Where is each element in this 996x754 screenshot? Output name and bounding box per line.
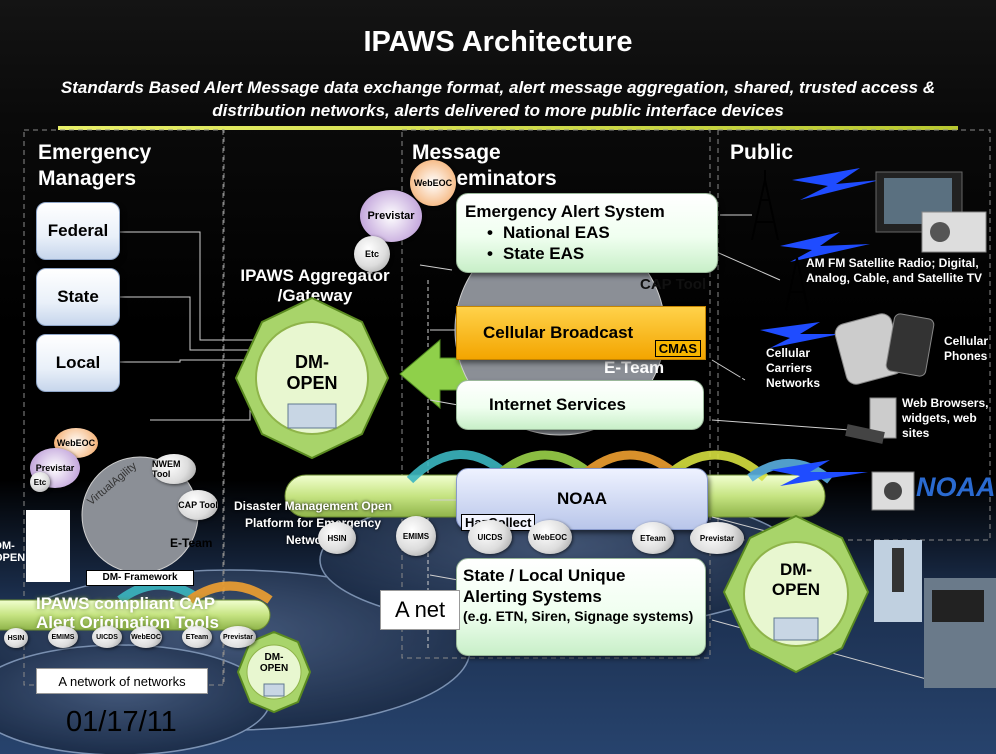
level-federal: Federal <box>36 202 120 260</box>
hub-label-line1: DM- <box>295 352 329 372</box>
public-cell-phones: Cellular Phones <box>944 334 989 363</box>
public-radio-tv: AM FM Satellite Radio; Digital, Analog, … <box>806 256 983 285</box>
low-tool-uicds: UICDS <box>92 626 122 648</box>
tool-webeoc-top: WebEOC <box>410 160 456 206</box>
mgr-tool-webeoc: WebEOC <box>54 428 98 458</box>
mgr-tool-etc: Etc <box>30 472 50 492</box>
noaa-label: NOAA <box>556 489 608 508</box>
white-placeholder <box>26 510 70 582</box>
dm-open-hub-public <box>722 514 870 674</box>
low-tool-hsin: HSIN <box>4 628 28 648</box>
mgr-tool-cap: CAP Tool <box>178 490 218 520</box>
state-local-box: State / Local Unique Alerting Systems (e… <box>456 558 706 656</box>
bg-cap-tool: CAP Tool <box>640 276 707 293</box>
dm-framework-label: DM- Framework <box>86 570 194 586</box>
low-tool-emims: EMIMS <box>48 626 78 648</box>
bus-tool-hsin: HSIN <box>318 522 356 554</box>
tool-etc-top: Etc <box>354 236 390 272</box>
column-header-public: Public <box>730 141 794 164</box>
small-hub-line2: OPEN <box>259 663 289 674</box>
bus-tool-eteam: ETeam <box>632 522 674 554</box>
slide-title: IPAWS Architecture <box>363 26 633 58</box>
network-of-networks: A network of networks <box>36 668 208 694</box>
tool-previstar-top: Previstar <box>360 190 422 242</box>
state-local-title: State / Local Unique Alerting Systems <box>463 566 626 606</box>
eas-box: Emergency Alert System National EAS Stat… <box>456 193 718 273</box>
compliant-label: IPAWS compliant CAP Alert Origination To… <box>36 594 219 632</box>
bus-tool-uicds: UICDS <box>468 520 512 554</box>
bg-eteam: E-Team <box>604 358 665 377</box>
level-local: Local <box>36 334 120 392</box>
noaa-logo: NOAA <box>916 472 996 502</box>
public-web: Web Browsers, widgets, web sites <box>902 396 989 440</box>
hub-label-line2: OPEN <box>286 373 338 393</box>
dm-open-hub <box>234 296 390 460</box>
column-header-managers: Emergency Managers <box>38 141 152 190</box>
network-partial: A net <box>380 590 460 630</box>
tower-icon <box>737 170 809 393</box>
mgr-tool-eteam: E-Team <box>170 536 213 550</box>
eas-title: Emergency Alert System <box>465 202 665 221</box>
mgr-tool-nwem: NWEM Tool <box>152 454 196 484</box>
bus-tool-previstar: Previstar <box>690 522 744 554</box>
dm-open-hub-small <box>236 630 312 714</box>
low-tool-eteam: ETeam <box>182 626 212 648</box>
public-hub-line2: OPEN <box>771 580 821 599</box>
eas-item-national: National EAS <box>487 222 709 243</box>
cmas-badge: CMAS <box>654 340 701 357</box>
level-state: State <box>36 268 120 326</box>
state-local-sub: (e.g. ETN, Siren, Signage systems) <box>463 608 694 624</box>
bus-tool-webeoc: WebEOC <box>528 520 572 554</box>
low-tool-previstar: Previstar <box>220 626 256 648</box>
dmop-label: Disaster Management Open Platform for Em… <box>233 499 393 547</box>
cellular-box: Cellular Broadcast CMAS <box>456 306 706 360</box>
public-cell-networks: Cellular Carriers Networks <box>766 346 821 390</box>
public-hub-line1: DM- <box>779 560 813 579</box>
bus-tool-emims: EMIMS <box>396 516 436 556</box>
slide-subtitle: Standards Based Alert Message data excha… <box>60 78 936 120</box>
aggregator-label: IPAWS Aggregator /Gateway <box>240 266 390 305</box>
slide-date: 01/17/11 <box>66 706 177 738</box>
cellular-label: Cellular Broadcast <box>483 323 634 342</box>
eas-item-state: State EAS <box>487 243 709 264</box>
internet-box: Internet Services <box>456 380 704 430</box>
low-tool-webeoc: WebEOC <box>130 626 162 648</box>
small-hub-line1: DM- <box>264 652 284 663</box>
left-dm-open-partial: DM- OPEN <box>0 540 26 564</box>
